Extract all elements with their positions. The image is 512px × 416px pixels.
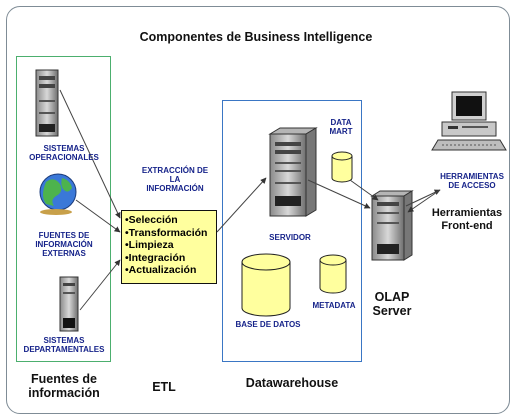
server-tower-icon	[35, 69, 59, 137]
diagram-frame	[6, 6, 510, 414]
etl-step: •Selección	[125, 214, 178, 226]
etl-step: •Actualización	[125, 264, 197, 276]
olap-server-icon	[370, 190, 414, 261]
etl-steps-box	[121, 210, 217, 284]
label-olap-server: OLAP Server	[372, 290, 412, 319]
sources-group-box	[16, 56, 111, 362]
database-cylinder-icon	[241, 253, 291, 317]
servidor-icon	[268, 127, 318, 217]
datawarehouse-group-box	[222, 100, 362, 362]
data-mart-cylinder-icon	[331, 151, 353, 183]
footer-etl: ETL	[152, 380, 176, 394]
globe-icon	[39, 173, 77, 215]
label-data-mart: DATA MART	[329, 118, 353, 137]
computer-workstation-icon	[431, 91, 507, 151]
etl-step: •Integración	[125, 251, 186, 264]
diagram-title: Componentes de Business Intelligence	[139, 30, 373, 44]
label-fuentes-externas: FUENTES DE INFORMACIÓN EXTERNAS	[35, 231, 93, 259]
etl-step: •Limpieza	[125, 239, 174, 251]
label-extraccion: EXTRACCIÓN DE LA INFORMACIÓN	[141, 166, 209, 194]
label-base-de-datos: BASE DE DATOS	[235, 320, 301, 329]
label-servidor: SERVIDOR	[269, 233, 311, 242]
label-sistemas-departamentales: SISTEMAS DEPARTAMENTALES	[23, 336, 105, 355]
etl-step: •Transformación	[125, 226, 208, 239]
footer-fuentes: Fuentes de información	[28, 372, 100, 401]
metadata-cylinder-icon	[319, 254, 347, 294]
label-front-end: Herramientas Front-end	[431, 207, 503, 232]
label-sistemas-operacionales: SISTEMAS OPERACIONALES	[29, 144, 99, 163]
footer-datawarehouse: Datawarehouse	[245, 376, 339, 390]
etl-steps-list: •Selección •Transformación •Limpieza •In…	[125, 214, 217, 277]
departmental-server-icon	[59, 276, 79, 332]
label-metadata: METADATA	[312, 301, 356, 310]
label-herramientas-acceso: HERRAMIENTAS DE ACCESO	[440, 172, 504, 191]
